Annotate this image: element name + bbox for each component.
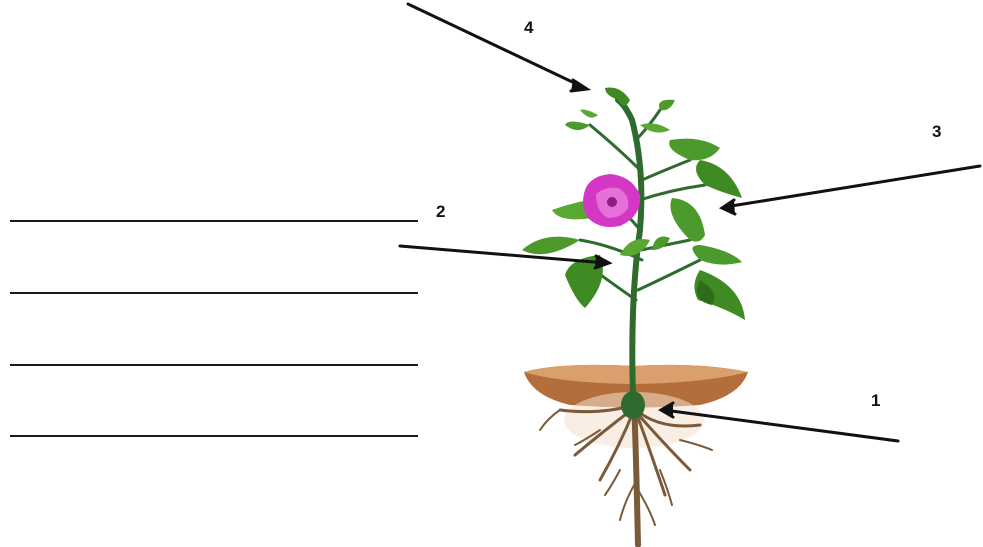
answer-line-4[interactable] [10,435,418,437]
arrow-3 [725,166,980,207]
label-number-1: 1 [871,391,880,411]
label-number-2: 2 [436,202,445,222]
arrow-4-head [571,80,587,91]
answer-line-3[interactable] [10,364,418,366]
arrow-4 [408,4,585,88]
arrow-3-head [722,200,735,214]
answer-line-2[interactable] [10,292,418,294]
arrow-2 [400,246,606,263]
arrow-2-head [595,256,609,268]
label-number-3: 3 [932,122,941,142]
answer-line-1[interactable] [10,220,418,222]
label-number-4: 4 [524,18,533,38]
